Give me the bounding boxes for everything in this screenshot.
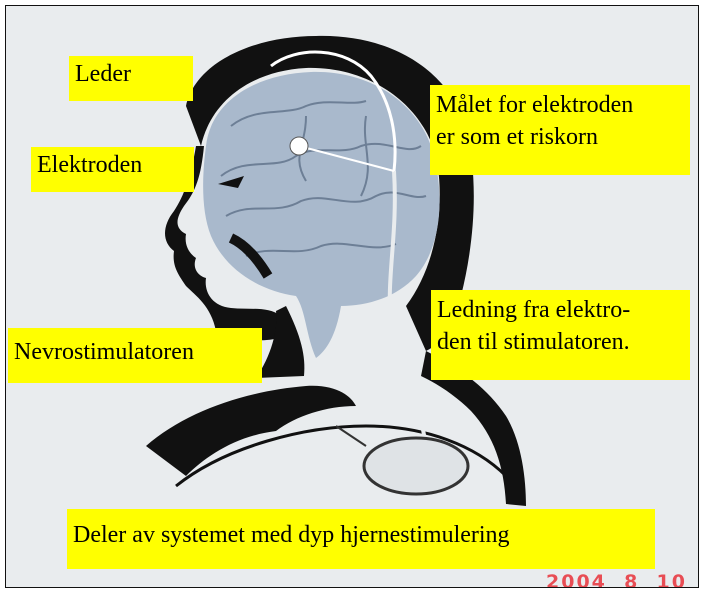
caption: Deler av systemet med dyp hjernestimuler… — [67, 509, 655, 569]
label-lead: Ledning fra elektro- den til stimulatore… — [431, 290, 690, 380]
date-stamp: 2004 8 10 — [546, 571, 687, 588]
target-point — [290, 137, 308, 155]
label-leder: Leder — [69, 56, 193, 101]
label-lead-line2: den til stimulatoren. — [437, 326, 684, 358]
label-target-line2: er som et riskorn — [436, 121, 684, 153]
label-nevrostimulator: Nevrostimulatoren — [8, 328, 262, 383]
label-lead-line1: Ledning fra elektro- — [437, 294, 684, 326]
label-target: Målet for elektroden er som et riskorn — [430, 85, 690, 175]
stimulator-device — [364, 438, 468, 494]
label-target-line1: Målet for elektroden — [436, 89, 684, 121]
illustration-frame: Leder Elektroden Målet for elektroden er… — [5, 5, 699, 588]
label-elektroden: Elektroden — [31, 147, 194, 192]
shoulder-silhouette — [146, 386, 356, 476]
